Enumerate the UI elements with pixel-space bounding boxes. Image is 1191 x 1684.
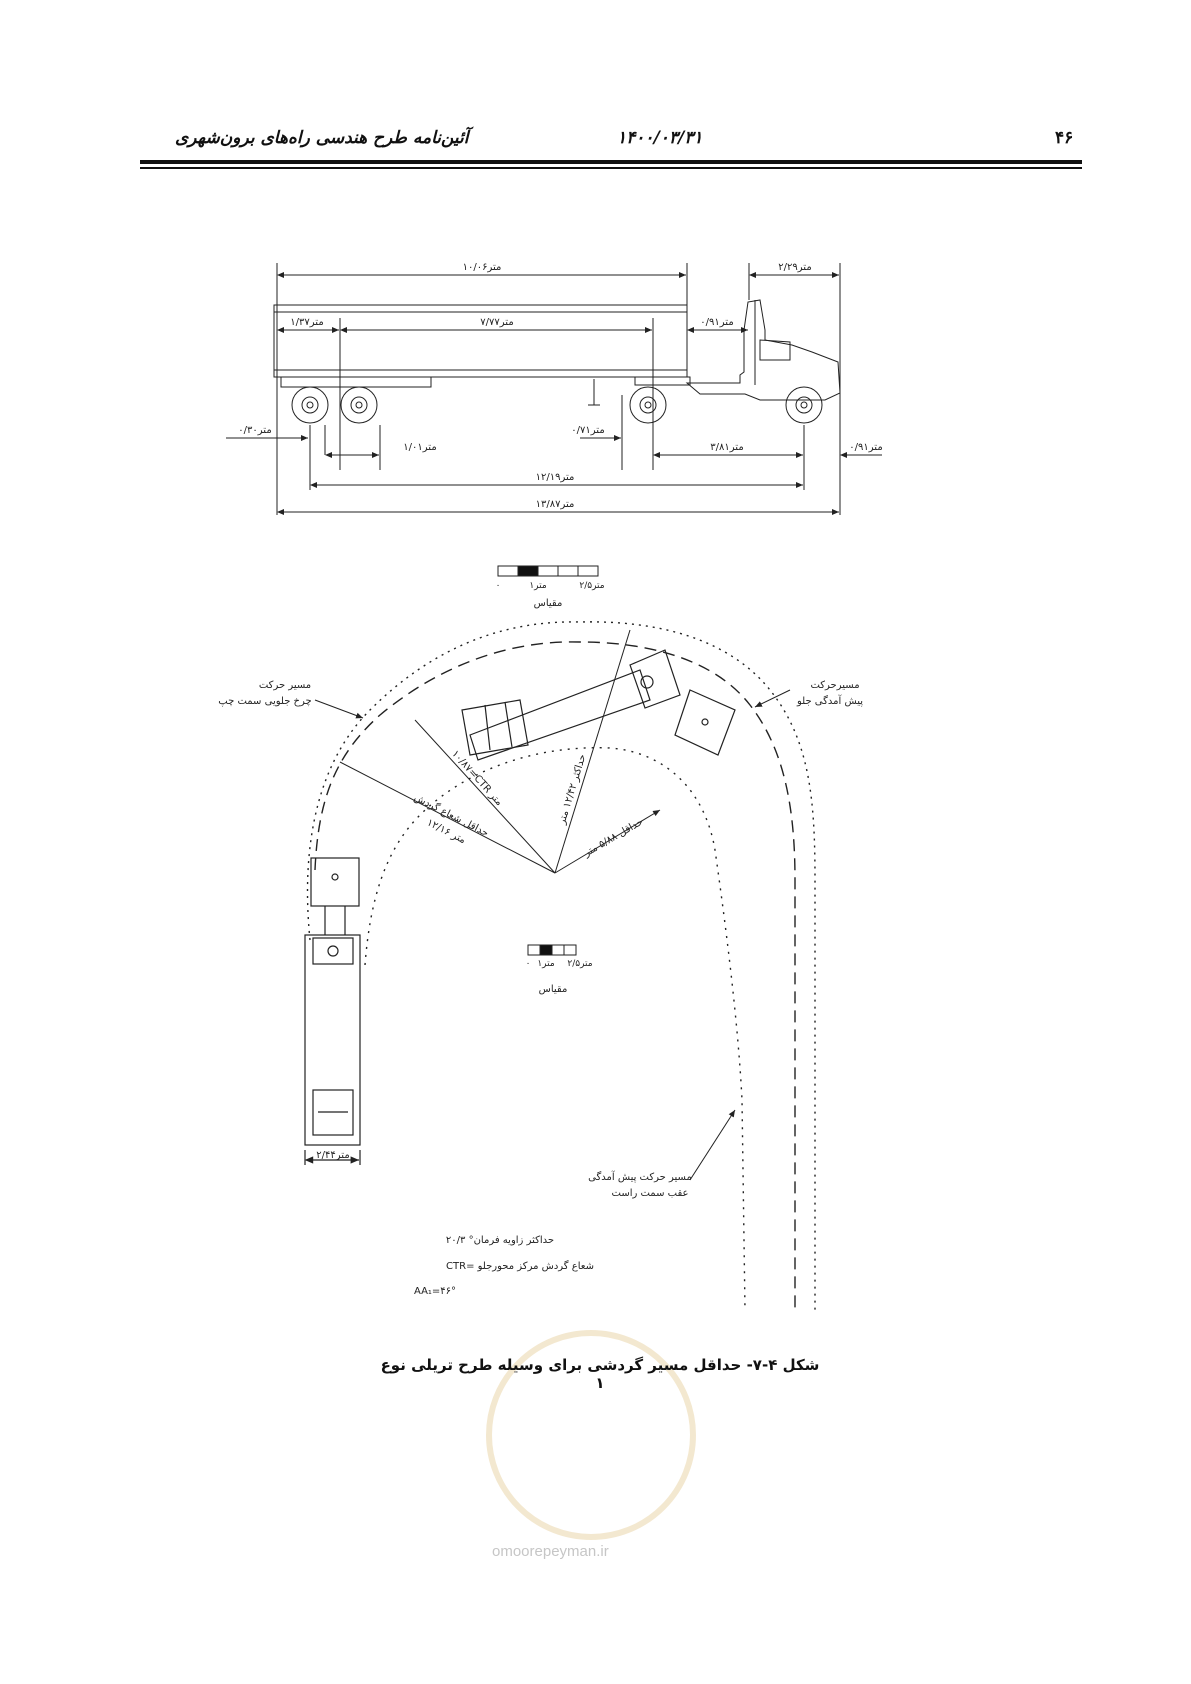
scale-bottom-zero: ۰ <box>526 959 531 969</box>
scale-bar-bottom <box>527 944 577 956</box>
scale-bottom-max: ۲/۵متر <box>567 959 592 969</box>
front-overhang-path <box>306 621 816 1310</box>
trailer-wheel-2 <box>340 386 378 424</box>
rear-path-label-1: مسیر حرکت پیش آمدگی <box>588 1170 692 1183</box>
vehicle-width-label: ۲/۴۴متر <box>316 1150 349 1161</box>
running-header-date: ۱۴۰۰/۰۳/۳۱ <box>617 128 703 148</box>
straight-trailer <box>304 934 361 1146</box>
dim-fifth-wheel-offset: ۰/۷۱متر <box>571 425 604 436</box>
dim-kingpin-gap: ۰/۹۱متر <box>700 317 733 328</box>
left-path-label-2: چرخ جلویی سمت چپ <box>218 696 311 707</box>
elevation-dimension-labels: ۱۰/۰۶متر ۲/۲۹متر ۱/۳۷متر ۷/۷۷متر ۰/۹۱متر… <box>238 262 882 510</box>
scale-top-zero: ۰ <box>496 581 501 591</box>
straight-vehicle <box>304 857 361 1165</box>
trailer-wheel-1 <box>291 386 329 424</box>
elevation-view <box>226 263 882 515</box>
header-rule-thin <box>140 167 1082 169</box>
tractor-steer-wheel <box>785 386 823 424</box>
turning-trailer-rear <box>461 699 529 756</box>
scale-bottom-one: ۱متر <box>537 959 555 969</box>
plan-view <box>304 621 816 1311</box>
right-path-label-1: مسیرحرکت <box>810 680 859 691</box>
scale-top-max: ۲/۵متر <box>579 581 604 591</box>
page-number: ۴۶ <box>1055 128 1074 148</box>
left-front-wheel-path <box>314 641 796 1310</box>
scale-top-title: مقیاس <box>534 598 563 609</box>
turning-vehicle <box>461 649 736 761</box>
watermark-site: omoorepeyman.ir <box>492 1543 609 1560</box>
dim-rear-tail: ۰/۳۰متر <box>238 425 271 436</box>
watermark-seal <box>486 1330 696 1540</box>
scale-bottom-title: مقیاس <box>539 984 568 995</box>
note-aa1: AA₁=۴۶° <box>414 1286 456 1297</box>
note-steering-angle: حداکثر زاویه فرمان° ۲۰/۳ <box>446 1235 554 1246</box>
tractor-cab <box>685 299 841 401</box>
dim-tandem-spacing: ۱/۰۱متر <box>403 442 436 453</box>
rear-path-label-2: عقب سمت راست <box>612 1188 689 1199</box>
dim-axle-span: ۷/۷۷متر <box>480 317 513 328</box>
dim-front-overhang: ۰/۹۱متر <box>849 442 882 453</box>
rear-overhang-path <box>364 747 746 1311</box>
straight-tractor-cab <box>310 857 360 907</box>
figure-caption: شکل ۴-۷- حداقل مسیر گردشی برای وسیله طرح… <box>380 1356 820 1392</box>
dim-tractor-wheelbase: ۳/۸۱متر <box>710 442 743 453</box>
running-header-title: آئین‌نامه طرح هندسی راه‌های برون‌شهری <box>175 128 469 148</box>
left-path-label-1: مسیر حرکت <box>259 680 311 691</box>
turning-tractor-cab <box>674 689 736 756</box>
dim-rear-overhang: ۱/۳۷متر <box>290 317 323 328</box>
scale-bar-top <box>497 565 599 577</box>
dim-overall-trailer: ۱۰/۰۶متر <box>463 262 502 273</box>
scale-top-one: ۱متر <box>529 581 547 591</box>
min-inner-label: حداقل ۵/۸۸ متر <box>581 816 645 859</box>
turning-path-figure: ۱۰/۰۶متر ۲/۲۹متر ۱/۳۷متر ۷/۷۷متر ۰/۹۱متر… <box>218 262 883 1311</box>
trailer-body <box>273 304 688 378</box>
header-rule-thick <box>140 160 1082 164</box>
dim-wheelbase-total: ۱۲/۱۹متر <box>536 472 575 483</box>
note-ctr: CTR= شعاع گردش مرکز محورجلو <box>446 1260 594 1272</box>
dim-overall-length: ۱۳/۸۷متر <box>536 499 575 510</box>
dim-front-overhang-top: ۲/۲۹متر <box>778 262 811 273</box>
right-path-label-2: پیش آمدگی جلو <box>796 694 863 707</box>
tractor-drive-wheel <box>629 386 667 424</box>
